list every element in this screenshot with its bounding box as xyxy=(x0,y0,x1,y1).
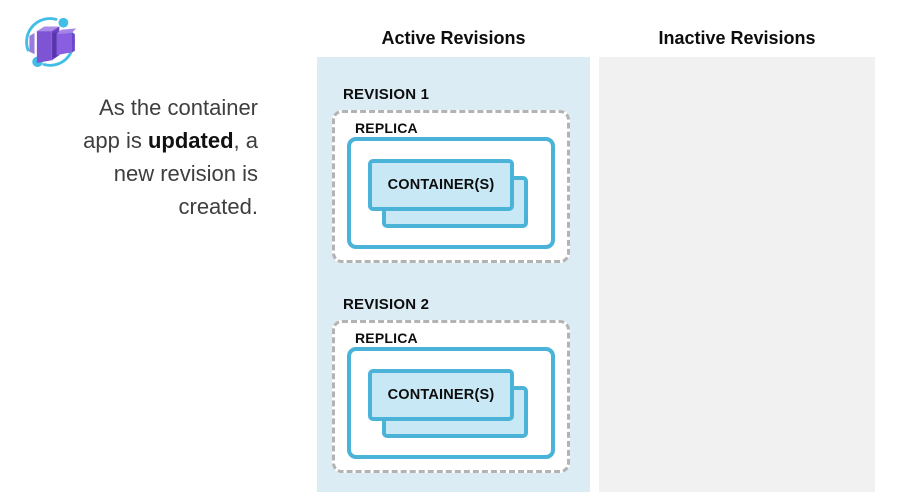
caption-bold-word: updated xyxy=(147,128,234,153)
revision-2-replica-box: CONTAINER(S) xyxy=(347,347,555,459)
revision-1-label: REVISION 1 xyxy=(343,86,430,103)
caption-line-4: created. xyxy=(178,194,259,219)
revision-2-group: REVISION 2 REPLICA CONTAINER(S) xyxy=(332,295,570,475)
revision-1-replica-box: CONTAINER(S) xyxy=(347,137,555,249)
revision-1-container-label: CONTAINER(S) xyxy=(387,177,495,193)
caption-line-3: new revision is xyxy=(113,161,258,186)
caption-text: As the container app is updated, a new r… xyxy=(30,91,258,223)
revision-2-container-label: CONTAINER(S) xyxy=(387,387,495,403)
revision-1-replica-label: REPLICA xyxy=(355,120,418,136)
revision-2-replica-label: REPLICA xyxy=(355,330,418,346)
revision-2-label: REVISION 2 xyxy=(343,296,430,313)
azure-container-apps-icon xyxy=(20,11,80,71)
caption-line-1: As the container xyxy=(99,95,258,120)
inactive-revisions-header: Inactive Revisions xyxy=(658,28,816,48)
revision-1-box: REPLICA CONTAINER(S) xyxy=(332,110,570,263)
revision-1-group: REVISION 1 REPLICA CONTAINER(S) xyxy=(332,85,570,265)
caption-line-2: app is updated, a xyxy=(83,128,258,153)
revision-2-container-front: CONTAINER(S) xyxy=(368,369,514,421)
active-revisions-panel: REVISION 1 REPLICA CONTAINER(S) REVISION… xyxy=(317,57,590,492)
active-revisions-header: Active Revisions xyxy=(381,28,526,48)
revision-2-box: REPLICA CONTAINER(S) xyxy=(332,320,570,473)
revision-1-container-front: CONTAINER(S) xyxy=(368,159,514,211)
inactive-revisions-panel xyxy=(599,57,875,492)
